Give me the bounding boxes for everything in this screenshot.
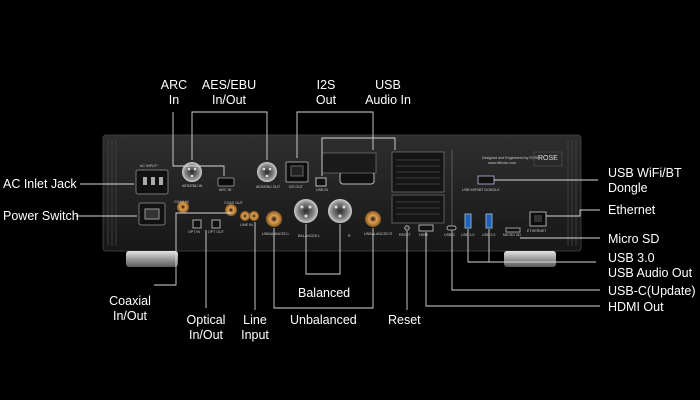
callout-hdmi-out: HDMI Out: [608, 300, 664, 314]
coax-in-label: COAX IN: [174, 200, 189, 204]
usb30-port-2-icon: [485, 213, 493, 229]
callout-unbalanced: Unbalanced: [290, 313, 357, 327]
arc-label: ARC IN: [219, 188, 232, 192]
callout-arc: ARC In: [160, 78, 188, 107]
optical-out-icon: [211, 219, 221, 229]
usb-wifi-label: USB WIFI/BT DONGLE: [462, 188, 500, 192]
coax-out-label: COAX OUT: [224, 201, 243, 205]
chassis: [102, 134, 582, 252]
usb-wifi-port-icon: [477, 175, 495, 185]
callout-reset: Reset: [388, 313, 421, 327]
side-fins-right: [567, 140, 577, 246]
bal-r-label: R: [348, 234, 351, 238]
micro-sd-slot-icon: [505, 227, 521, 233]
usb30-port-1-icon: [464, 213, 472, 229]
aes-out-label: AES/EBU OUT: [256, 185, 281, 189]
callout-coaxial: Coaxial In/Out: [109, 294, 151, 323]
rca-line-in-r-icon: [249, 211, 259, 221]
designed-by-label: Designed and Engineered by ROSE: [482, 156, 540, 160]
xlr-bal-l-icon: [294, 199, 318, 223]
xlr-bal-r-icon: [328, 199, 352, 223]
callout-optical: Optical In/Out: [186, 313, 226, 342]
callout-usb-audio-in: USB Audio In: [365, 78, 411, 107]
rca-coax-out-icon: [225, 204, 237, 216]
callout-aes-ebu: AES/EBU In/Out: [201, 78, 257, 107]
arc-port-icon: [217, 177, 235, 187]
rca-coax-in-icon: [177, 201, 189, 213]
callout-usb-wifi-bt: USB WiFi/BT Dongle: [608, 166, 682, 195]
rca-unbal-l-icon: [266, 211, 282, 227]
side-fins-left: [107, 140, 117, 246]
callout-usb3: USB 3.0 USB Audio Out: [608, 251, 693, 280]
usb30-label-2: USB 3.0: [482, 233, 496, 237]
opt-out-label: OPT OUT: [208, 230, 224, 234]
usb-in-label: USB IN: [316, 188, 328, 192]
i2s-label: I2S OUT: [289, 185, 303, 189]
unbal-r-label: UNBALANCED R: [364, 232, 393, 236]
foot-right: [504, 251, 556, 267]
rca-line-in-l-icon: [240, 211, 250, 221]
dsub-port-icon: [339, 171, 375, 185]
callout-line-input: Line Input: [241, 313, 269, 342]
callout-ac-inlet: AC Inlet Jack: [3, 177, 77, 191]
callout-micro-sd: Micro SD: [608, 232, 660, 246]
unbal-l-label: UNBALANCED L: [262, 232, 290, 236]
micro-sd-label: MICRO SD: [503, 233, 521, 237]
callout-i2s: I2S Out: [315, 78, 337, 107]
bal-l-label: BALANCED L: [298, 234, 321, 238]
foot-left: [126, 251, 178, 267]
line-in-label: LINE IN: [240, 223, 253, 227]
callout-usb-c: USB-C(Update): [608, 284, 696, 298]
hdmi-port-icon: [418, 224, 434, 232]
callout-power-switch: Power Switch: [3, 209, 79, 223]
reset-button-icon: [404, 225, 410, 231]
website-label: www.hifirose.com: [488, 161, 516, 165]
leader-lines: [76, 111, 600, 310]
xlr-aes-in-icon: [182, 162, 202, 182]
hdmi-label: HDMI: [419, 233, 429, 237]
usb30-label-1: USB 3.0: [461, 233, 475, 237]
ac-input-label: AC INPUT~: [140, 164, 159, 168]
usb-in-icon: [315, 177, 327, 187]
callout-ethernet: Ethernet: [608, 203, 656, 217]
optical-in-icon: [192, 219, 202, 229]
rca-unbal-r-icon: [365, 211, 381, 227]
xlr-aes-out-icon: [257, 162, 277, 182]
usbc-port-icon: [446, 225, 457, 231]
usbc-label: USB-C: [444, 233, 456, 237]
callout-balanced: Balanced: [298, 286, 351, 300]
ethernet-label: ETHERNET: [527, 229, 547, 233]
opt-in-label: OPT IN: [188, 230, 200, 234]
aes-in-label: AES/EBU IN: [182, 184, 203, 188]
brand-logo: ROSE: [538, 155, 558, 162]
reset-label: RESET: [399, 233, 411, 237]
